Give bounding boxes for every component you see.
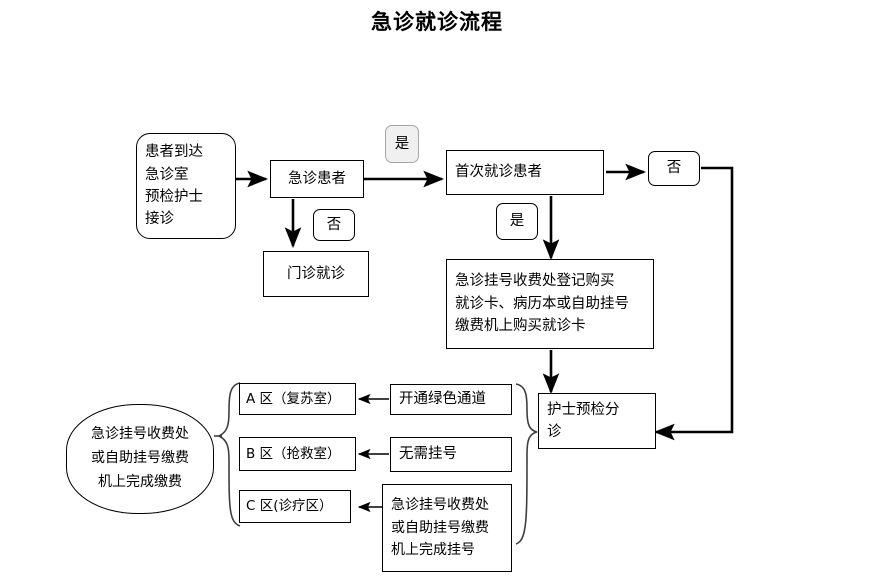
node-zone-c[interactable]: C 区(诊疗区） (239, 490, 351, 523)
node-register-at-desk[interactable]: 急诊挂号收费处 或自助挂号缴费 机上完成挂号 (382, 484, 512, 572)
label-no-right-text: 否 (666, 160, 682, 177)
node-register-card-label: 急诊挂号收费处登记购买 就诊卡、病历本或自助挂号 缴费机上购买就诊卡 (455, 273, 629, 335)
node-first-visit-label: 首次就诊患者 (455, 164, 542, 181)
page-title: 急诊就诊流程 (371, 9, 503, 34)
node-register-at-desk-label: 急诊挂号收费处 或自助挂号缴费 机上完成挂号 (391, 497, 489, 559)
node-zone-b-label: B 区（抢救室） (246, 445, 341, 462)
node-payment-complete[interactable]: 急诊挂号收费处 或自助挂号缴费 机上完成缴费 (66, 404, 214, 514)
node-triage-label: 护士预检分 诊 (547, 401, 620, 440)
label-no-right[interactable]: 否 (648, 151, 700, 186)
node-outpatient-label: 门诊就诊 (287, 265, 345, 282)
node-zone-a-label: A 区（复苏室） (246, 390, 341, 407)
node-emergency-patient-label: 急诊患者 (288, 170, 346, 187)
node-emergency-patient[interactable]: 急诊患者 (270, 160, 364, 198)
node-start-label: 患者到达 急诊室 预检护士 接诊 (145, 144, 203, 228)
node-payment-complete-label: 急诊挂号收费处 或自助挂号缴费 机上完成缴费 (91, 426, 189, 490)
label-no-outpatient-text: 否 (326, 216, 342, 233)
node-no-registration-label: 无需挂号 (399, 446, 457, 463)
arrow-no-loop-to-triage (653, 166, 734, 441)
node-register-card[interactable]: 急诊挂号收费处登记购买 就诊卡、病历本或自助挂号 缴费机上购买就诊卡 (446, 259, 654, 349)
node-green-channel-label: 开通绿色通道 (399, 391, 486, 408)
right-curly-brace (515, 383, 538, 545)
node-first-visit[interactable]: 首次就诊患者 (446, 150, 604, 195)
node-zone-a[interactable]: A 区（复苏室） (239, 383, 356, 415)
node-triage[interactable]: 护士预检分 诊 (538, 393, 656, 449)
node-zone-c-label: C 区(诊疗区） (246, 498, 333, 515)
left-curly-brace (217, 382, 241, 527)
label-yes-top[interactable]: 是 (385, 125, 419, 163)
node-outpatient[interactable]: 门诊就诊 (263, 251, 369, 297)
label-yes-top-text: 是 (394, 135, 410, 152)
label-yes-down-text: 是 (509, 213, 525, 230)
label-yes-down[interactable]: 是 (496, 203, 538, 240)
label-no-outpatient[interactable]: 否 (313, 209, 355, 241)
node-green-channel[interactable]: 开通绿色通道 (390, 384, 512, 415)
node-no-registration[interactable]: 无需挂号 (390, 437, 512, 472)
node-start[interactable]: 患者到达 急诊室 预检护士 接诊 (136, 133, 236, 239)
node-zone-b[interactable]: B 区（抢救室） (239, 437, 356, 471)
